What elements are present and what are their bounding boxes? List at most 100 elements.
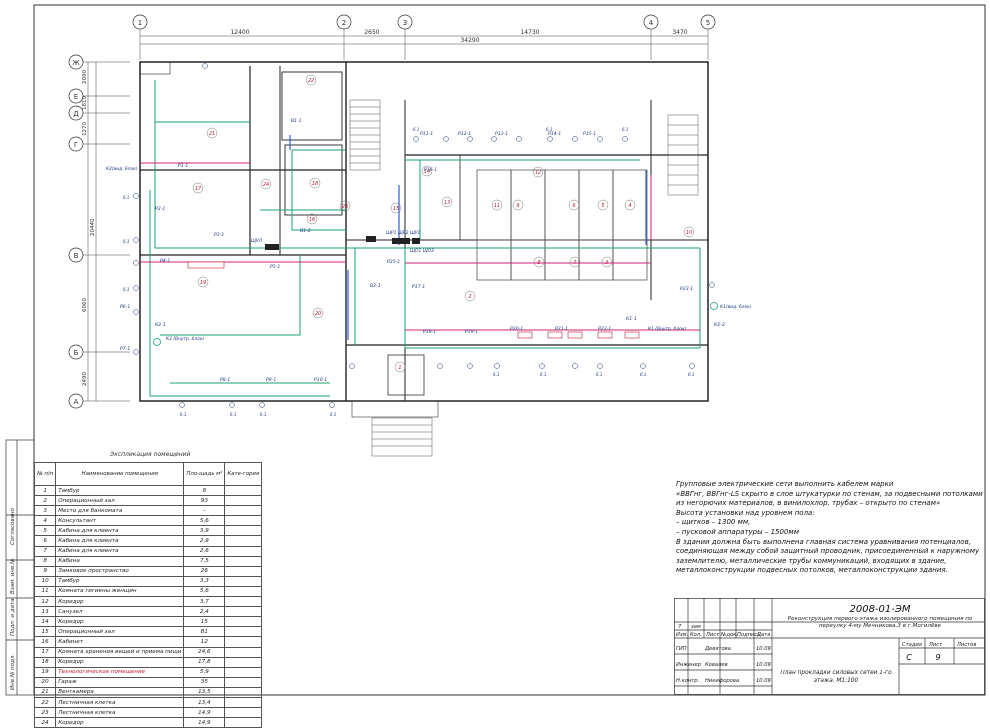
room-area: 26	[183, 565, 226, 577]
room-number: 14	[33, 616, 57, 628]
room-category	[224, 686, 263, 698]
explication-header: Наименование помещения	[55, 462, 185, 486]
room-category	[224, 696, 263, 709]
explication-table: № п/п Наименование помещения Пло-щадь м²…	[33, 462, 263, 728]
room-name: Кабина для клиента	[55, 525, 185, 537]
room-category	[224, 636, 263, 648]
circuit-label: Р7-1	[120, 346, 130, 352]
circuit-label: Р25-1	[387, 259, 400, 265]
circuit-label: Р19-1	[465, 329, 478, 335]
vent-label: К1 (Внутр. блок)	[648, 326, 686, 332]
room-category	[224, 676, 263, 688]
room-name: Технологическое помещение	[55, 666, 185, 678]
stamp-sheet: 9	[935, 653, 940, 662]
room-number: 2	[33, 495, 57, 507]
room-name: Тамбур	[55, 575, 185, 587]
room-5: 5	[601, 203, 604, 209]
note-line: – щитков – 1300 мм,	[676, 518, 751, 527]
room-category	[224, 515, 263, 527]
circuit-label: Р23-1	[680, 286, 693, 292]
room-category	[224, 484, 263, 497]
room-17: 17	[195, 186, 202, 192]
room-area: –	[183, 505, 226, 517]
drawing-code: 2008-01-ЭМ	[849, 604, 910, 615]
stamp-name-ncontrol: Никифорова	[705, 678, 739, 684]
risers	[289, 135, 647, 340]
room-number: 11	[33, 585, 57, 598]
circuit-label: Р9-1	[266, 377, 276, 383]
note-line: заземлителю, металлические трубы коммуни…	[676, 556, 947, 565]
room-7: 7	[573, 260, 577, 266]
room-name: Кабина	[55, 555, 185, 567]
panel-label-main: ЩР1 ЩР2 ЩУ1	[386, 230, 421, 236]
room-area: 13,5	[183, 686, 226, 698]
room-category	[224, 575, 263, 587]
room-number: 20	[33, 676, 57, 688]
room-22: 22	[308, 78, 314, 84]
room-area: 14,9	[183, 707, 226, 719]
room-4: 4	[628, 203, 631, 209]
sheet-title: План прокладки силовых сетей 1-го этажа.…	[780, 670, 892, 684]
note-line: Групповые электрические сети выполнить к…	[676, 480, 894, 488]
circuit-label: Р13-1	[495, 131, 508, 137]
room-category	[224, 565, 263, 577]
room-8: 8	[537, 260, 540, 266]
axis-row-a: А	[74, 398, 79, 406]
room-12: 12	[535, 170, 541, 176]
circuit-label: Р16-1	[424, 167, 437, 173]
room-20: 20	[315, 311, 321, 317]
room-name: Операционный зал	[55, 626, 185, 638]
stamp-col-date: Дата	[756, 632, 770, 638]
dim-top-1: 12400	[230, 29, 249, 36]
socket-tag: 6.1	[180, 412, 186, 417]
room-category	[224, 555, 263, 567]
stamp-col-list: Лист	[705, 632, 720, 638]
room-area: 15	[183, 616, 226, 628]
circuit-label: Р1-1	[178, 163, 188, 169]
socket-tag: 6.1	[230, 412, 236, 417]
dim-top-4: 3470	[672, 29, 687, 36]
room-name: Кабинет	[55, 636, 185, 648]
room-number: 19	[33, 666, 57, 678]
circuit-label: Р3-1	[214, 232, 224, 238]
note-line: металлоконструкции подвесных потолков, м…	[676, 566, 948, 575]
axis-label-2: 2	[342, 19, 346, 27]
circuit-label: Р4-1	[160, 258, 170, 264]
circuit-label: Р12-1	[458, 131, 471, 137]
room-area: 35	[183, 676, 226, 688]
stamp-name-gip: Девятова	[704, 646, 731, 652]
socket-tag: 6.1	[123, 287, 129, 292]
room-1: 1	[398, 365, 401, 371]
room-13: 13	[444, 200, 450, 206]
room-area: 81	[183, 626, 226, 638]
room-name: Гараж	[55, 676, 185, 688]
axis-label-1: 1	[138, 19, 142, 27]
room-number: 13	[33, 606, 57, 618]
stamp-col-doc: №док.	[720, 632, 738, 638]
axis-label-3: 3	[403, 19, 407, 27]
room-category	[224, 585, 263, 598]
room-area: 8	[183, 484, 226, 497]
circuit-label: Р21-1	[555, 326, 568, 332]
axis-bubbles-top	[132, 14, 716, 30]
room-category	[224, 626, 263, 638]
explication-header: Пло-щадь м²	[183, 462, 226, 486]
room-14: 14	[424, 169, 430, 175]
dim-left-4: 20440	[90, 218, 96, 236]
note-line: из негорючих материалов, в винилохлор. т…	[676, 499, 941, 508]
room-area: 5,9	[183, 666, 226, 678]
stamp-role-engineer: Инженер	[676, 662, 702, 668]
room-area: 93	[183, 495, 226, 507]
room-area: 5,6	[183, 515, 226, 527]
